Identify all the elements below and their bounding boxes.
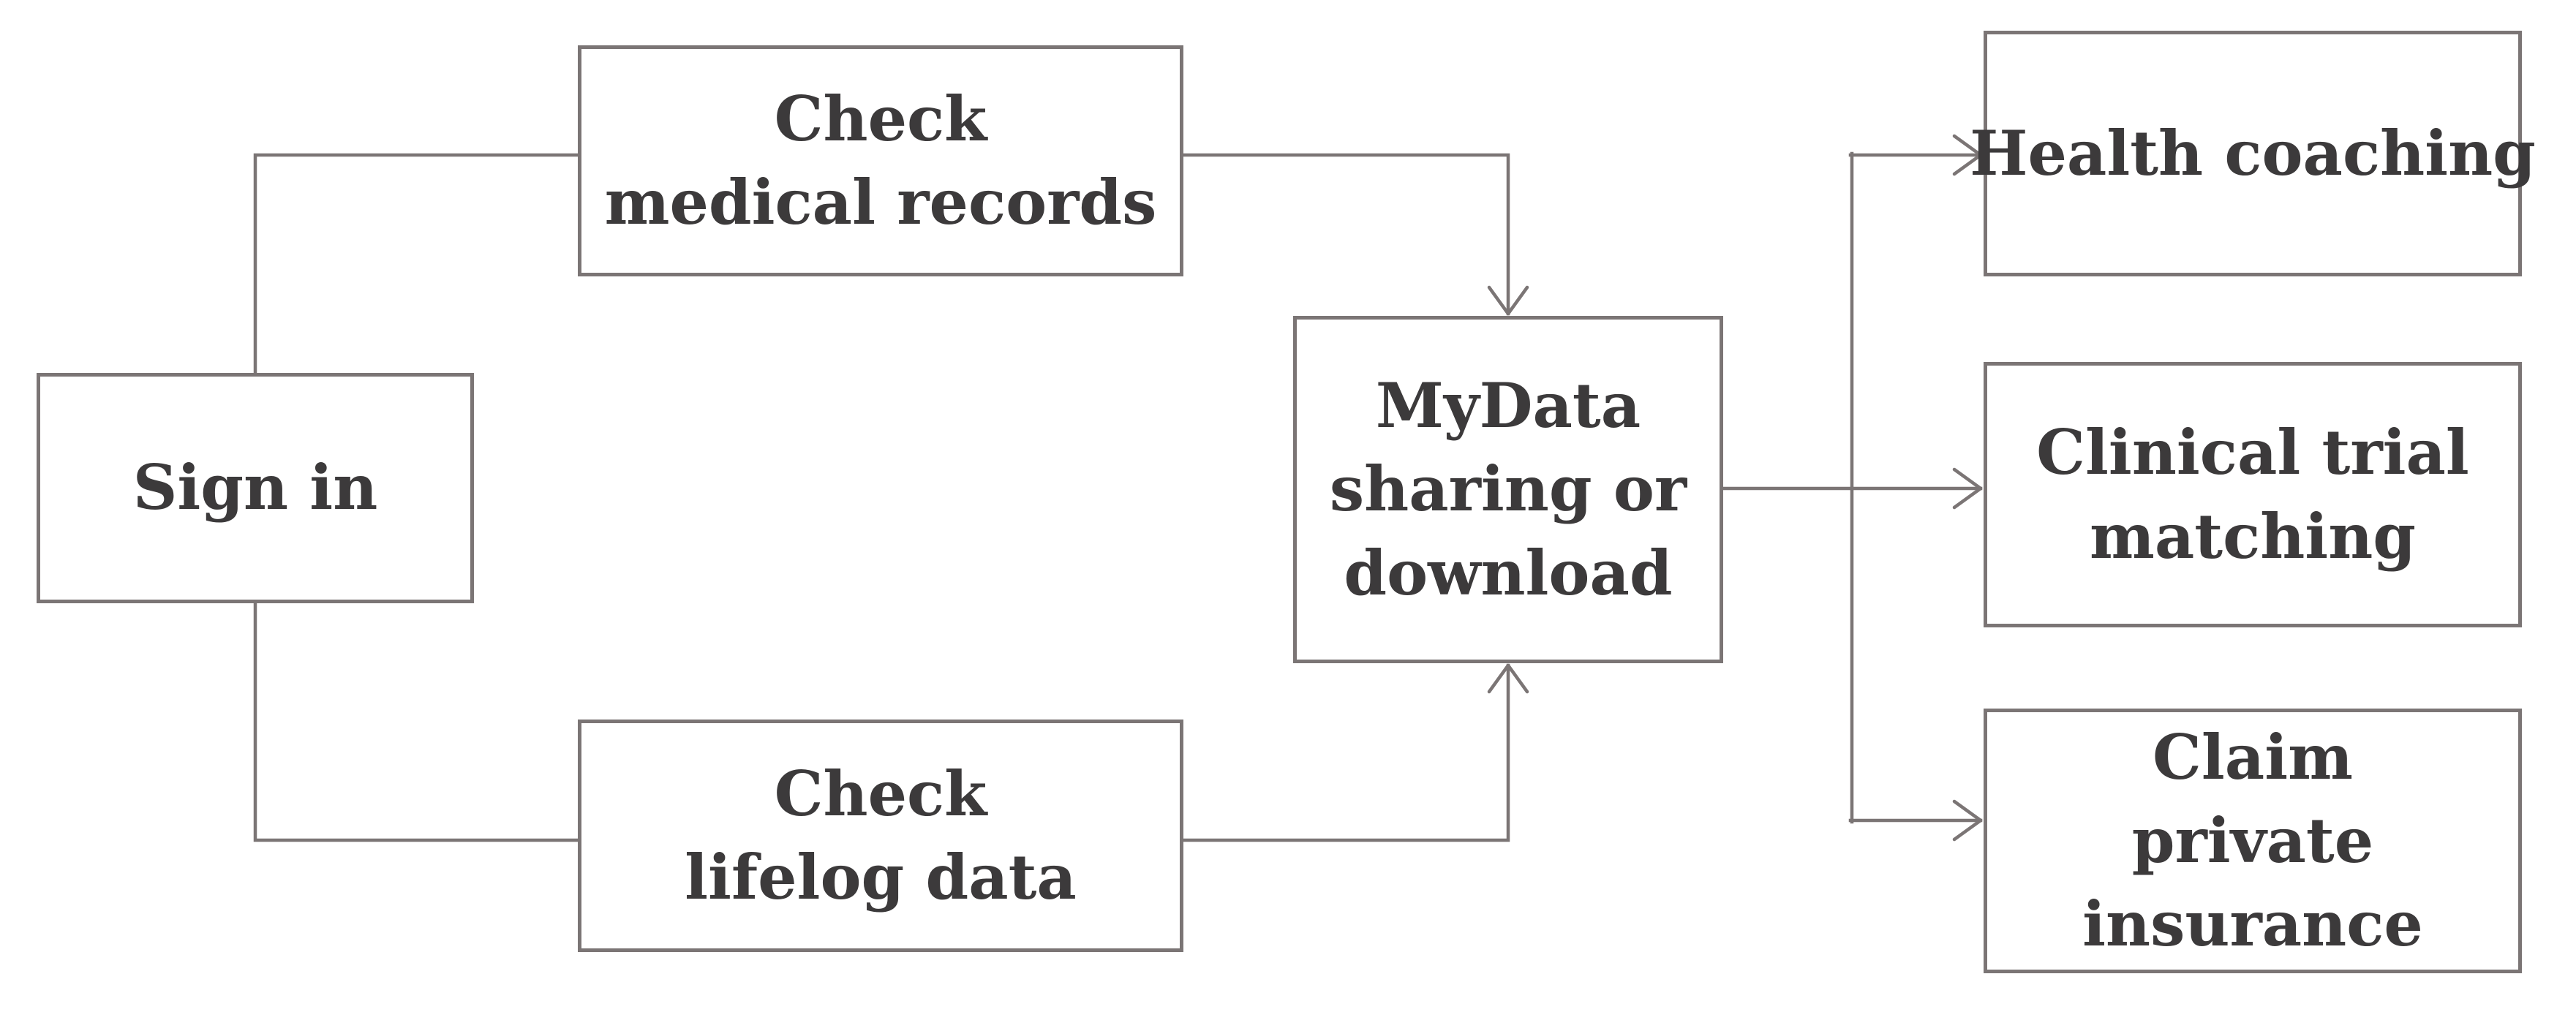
node-sign-in: Sign in <box>37 373 474 603</box>
node-claim-private-insurance-label-line3: insurance <box>2082 888 2423 961</box>
node-claim-private-insurance-label-line1: Claim <box>2153 720 2353 793</box>
edge-signin-to-check-lifelog <box>253 600 581 842</box>
node-clinical-trial-matching: Clinical trial matching <box>1984 362 2522 627</box>
node-check-medical-records: Check medical records <box>578 45 1183 276</box>
node-clinical-trial-matching-label-line2: matching <box>2089 499 2417 573</box>
node-claim-private-insurance-label-line2: private <box>2131 804 2374 877</box>
node-check-lifelog-data: Check lifelog data <box>578 720 1183 952</box>
edge-check-lifelog-to-mydata-arrow <box>1178 663 1529 842</box>
node-check-lifelog-data-label-line2: lifelog data <box>685 841 1077 913</box>
edge-check-medical-to-mydata-arrow <box>1178 153 1529 316</box>
node-sign-in-label: Sign in <box>132 451 378 524</box>
node-mydata-label-line3: download <box>1344 536 1673 609</box>
node-health-coaching: Health coaching <box>1970 31 2536 276</box>
node-mydata-label-line1: MyData <box>1375 369 1641 442</box>
node-mydata-label-line2: sharing or <box>1329 453 1687 526</box>
edge-signin-to-check-medical <box>253 153 581 377</box>
node-check-lifelog-data-label-line1: Check <box>774 757 987 830</box>
node-mydata-sharing-or-download: MyData sharing or download <box>1293 316 1723 663</box>
node-health-coaching-label: Health coaching <box>1970 116 2536 189</box>
node-check-medical-records-label-line2: medical records <box>604 166 1157 238</box>
node-claim-private-insurance: Claim private insurance <box>1984 709 2522 973</box>
node-check-medical-records-label-line1: Check <box>774 82 987 155</box>
node-clinical-trial-matching-label-line1: Clinical trial <box>2036 416 2469 489</box>
